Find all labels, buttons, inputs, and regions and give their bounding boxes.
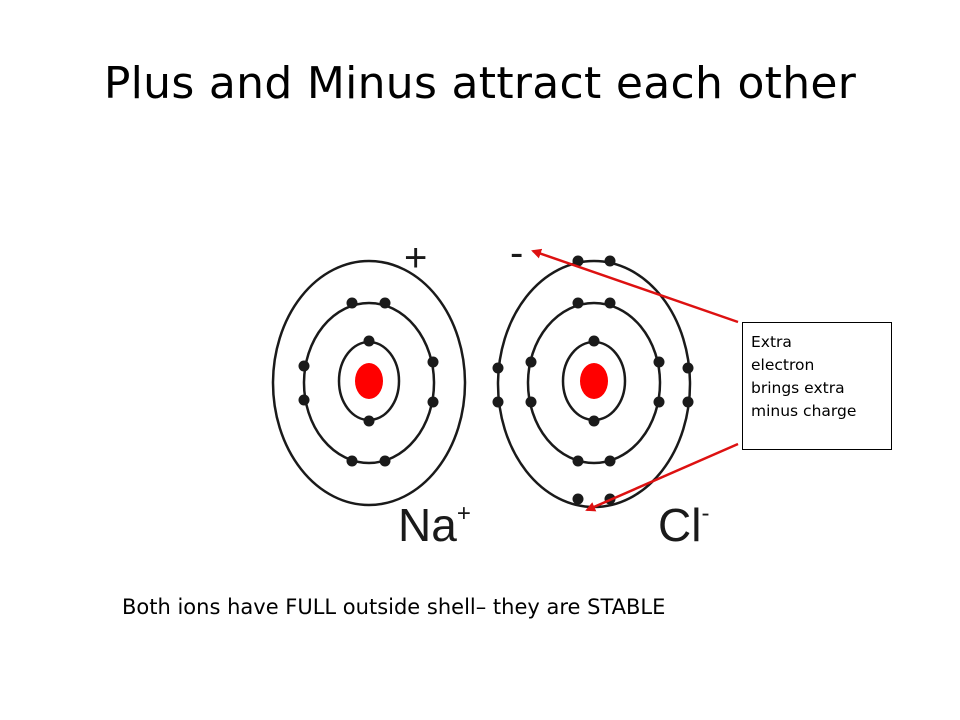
electron	[525, 396, 537, 408]
electron	[604, 297, 616, 309]
sodium-ion: + Na+	[271, 236, 471, 551]
electron	[653, 356, 665, 368]
chlorine-nucleus	[580, 363, 608, 399]
slide-title: Plus and Minus attract each other	[103, 58, 857, 109]
sodium-shell-2	[302, 301, 436, 465]
electron	[604, 255, 616, 267]
slide-caption: Both ions have FULL outside shell– they …	[122, 595, 666, 619]
electron	[682, 396, 694, 408]
electron	[346, 297, 358, 309]
callout-line: brings extra	[751, 379, 845, 397]
electron	[572, 297, 584, 309]
sodium-nucleus	[355, 363, 383, 399]
extra-electron-callout: Extra electron brings extra minus charge	[742, 322, 892, 450]
callout-line: electron	[751, 356, 815, 374]
sodium-charge-label: +	[404, 236, 427, 280]
sodium-superscript: +	[457, 500, 471, 527]
electron	[298, 360, 310, 372]
sodium-outer-boundary	[271, 259, 467, 507]
electron	[572, 255, 584, 267]
electron	[604, 455, 616, 467]
chlorine-shell-2	[526, 301, 662, 465]
electron	[525, 356, 537, 368]
electron	[572, 493, 584, 505]
sodium-symbol-text: Na	[398, 499, 457, 551]
callout-line: Extra	[751, 333, 792, 351]
electron	[363, 415, 375, 427]
electron	[572, 455, 584, 467]
chlorine-symbol: Cl-	[658, 499, 709, 551]
arrow-to-minus-sign	[531, 248, 739, 324]
electron	[363, 335, 375, 347]
electron	[492, 362, 504, 374]
chlorine-superscript: -	[701, 500, 709, 527]
electron	[653, 396, 665, 408]
electron	[427, 356, 439, 368]
electron	[379, 455, 391, 467]
chlorine-charge-label: -	[510, 231, 523, 275]
arrow-to-extra-electron	[585, 442, 739, 512]
electron	[588, 415, 600, 427]
electron	[346, 455, 358, 467]
electron	[379, 297, 391, 309]
electron	[298, 394, 310, 406]
electron	[427, 396, 439, 408]
electron	[682, 362, 694, 374]
chlorine-ion: - Cl-	[492, 231, 709, 551]
sodium-symbol: Na+	[398, 499, 471, 551]
chlorine-symbol-text: Cl	[658, 499, 701, 551]
callout-line: minus charge	[751, 402, 857, 420]
electron	[588, 335, 600, 347]
electron	[492, 396, 504, 408]
